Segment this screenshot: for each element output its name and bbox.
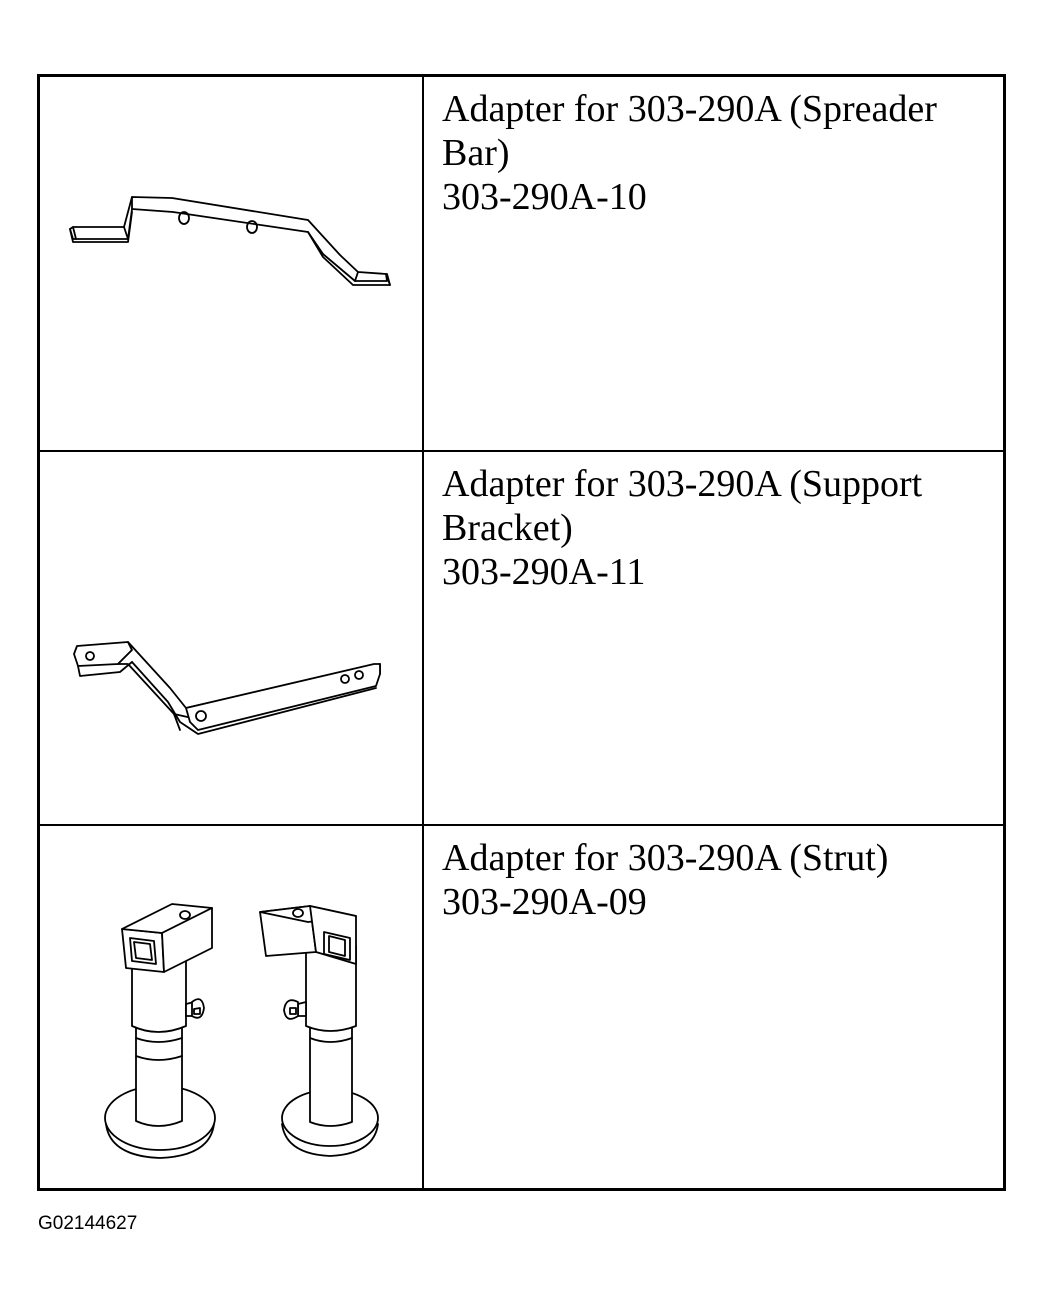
table-row: Adapter for 303-290A (Support Bracket) 3… [40,450,1003,824]
tool-name: Adapter for 303-290A (Spreader Bar) [442,88,937,174]
illustration-cell [40,826,424,1191]
illustration-cell [40,77,424,450]
part-number: 303-290A-10 [442,176,647,218]
support-bracket-icon [73,641,381,735]
tool-name: Adapter for 303-290A (Strut) [442,837,889,879]
description-cell: Adapter for 303-290A (Spreader Bar) 303-… [426,77,1003,450]
description-cell: Adapter for 303-290A (Support Bracket) 3… [426,452,1003,824]
strut-pair-icon [104,903,379,1159]
spreader-bar-icon [69,196,391,286]
table-row: Adapter for 303-290A (Strut) 303-290A-09 [40,824,1003,1191]
table-row: Adapter for 303-290A (Spreader Bar) 303-… [40,77,1003,450]
special-tools-table: Adapter for 303-290A (Spreader Bar) 303-… [37,74,1006,1191]
part-number: 303-290A-11 [442,551,646,593]
figure-id: G02144627 [38,1213,138,1234]
illustration-cell [40,452,424,824]
part-number: 303-290A-09 [442,881,647,923]
description-cell: Adapter for 303-290A (Strut) 303-290A-09 [426,826,1003,1191]
tool-name: Adapter for 303-290A (Support Bracket) [442,463,923,549]
